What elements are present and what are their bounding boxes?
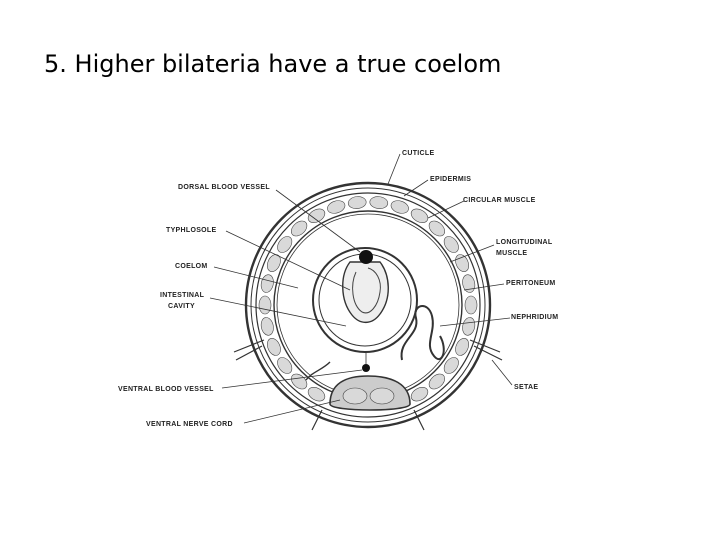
slide-title: 5. Higher bilateria have a true coelom [44,50,502,78]
label-longitudinal-muscle-line2: MUSCLE [496,250,527,257]
label-dorsal-blood-vessel: DORSAL BLOOD VESSEL [178,184,270,191]
muscle-bundle [327,200,346,214]
nerve-cord-ganglion-left [342,387,368,405]
muscle-bundle [462,317,476,336]
label-cuticle: CUTICLE [402,150,434,157]
leader-ventral-nerve-cord [243,399,341,424]
muscle-bundle [410,387,429,402]
label-peritoneum: PERITONEUM [506,280,556,287]
muscle-bundle [307,387,326,402]
leader-cuticle [387,153,401,185]
muscle-bundle [267,338,281,356]
muscle-bundle [428,220,446,237]
setae [233,339,503,431]
nephridium-coil [400,305,445,361]
label-setae: SETAE [514,384,538,391]
muscle-bundle [347,196,367,209]
seta-right-lower [473,345,503,361]
label-circular-muscle: CIRCULAR MUSCLE [463,197,536,204]
leader-lines [209,153,513,424]
muscle-bundle [290,373,308,390]
nephridium-coil-left [305,361,331,381]
leader-longitudinal-muscle [449,244,495,263]
leader-epidermis [403,179,429,197]
circular-muscle-ring [255,192,481,418]
seta-right-upper [469,339,501,353]
muscle-bundle [369,196,389,209]
muscle-bundle [443,236,459,253]
muscle-bundle [307,208,326,223]
cuticle-ring [244,181,492,429]
label-ventral-nerve-cord: VENTRAL NERVE CORD [146,421,233,428]
dorsal-blood-vessel [359,250,373,264]
muscle-bundle [462,274,476,293]
label-ventral-blood-vessel: VENTRAL BLOOD VESSEL [118,386,214,393]
typhlosole-inner-fold [352,267,381,314]
muscle-bundle [277,236,293,253]
muscle-bundle [290,220,308,237]
leader-peritoneum [463,283,505,291]
muscle-bundle [390,200,409,214]
muscle-bundle [464,295,478,315]
leader-coelom [213,266,299,289]
ventral-blood-vessel [362,364,370,372]
muscle-bundle [443,357,459,374]
muscle-bundle [455,338,469,356]
seta-ventral-left [311,409,323,431]
seta-left-upper [233,339,265,353]
leader-circular-muscle [427,200,465,219]
longitudinal-muscle-bundles [258,196,478,402]
body-wall [244,181,492,429]
label-nephridium: NEPHRIDIUM [511,314,558,321]
ventral-nerve-cord [329,375,411,411]
label-intestinal-cavity-line2: CAVITY [168,303,195,310]
muscle-bundle [260,317,274,336]
label-intestinal-cavity-line1: INTESTINAL [160,292,205,299]
muscle-bundle [267,254,281,272]
muscle-bundle [410,208,429,223]
seta-left-lower [235,345,263,361]
muscle-bundle [258,295,272,315]
leader-ventral-blood-vessel [221,369,363,389]
seta-ventral-right [413,409,425,431]
nerve-cord-sheath [329,375,411,411]
leader-dorsal-blood-vessel [275,189,361,253]
diagram-labels: CUTICLE EPIDERMIS CIRCULAR MUSCLE LONGIT… [118,150,558,428]
intestine [312,247,418,372]
label-epidermis: EPIDERMIS [430,176,471,183]
label-coelom: COELOM [175,263,208,270]
muscle-bundle [277,357,293,374]
intestine-outer-wall [312,247,418,353]
leader-intestinal-cavity [209,297,347,327]
label-longitudinal-muscle-line1: LONGITUDINAL [496,239,553,246]
label-typhlosole: TYPHLOSOLE [166,227,216,234]
leader-nephridium [439,317,511,327]
nerve-cord-ganglion-right [369,387,395,405]
muscle-bundle [428,373,446,390]
leader-setae [491,359,513,386]
epidermis-ring [250,187,486,423]
muscle-bundle [260,274,274,293]
leader-typhlosole [225,230,351,291]
